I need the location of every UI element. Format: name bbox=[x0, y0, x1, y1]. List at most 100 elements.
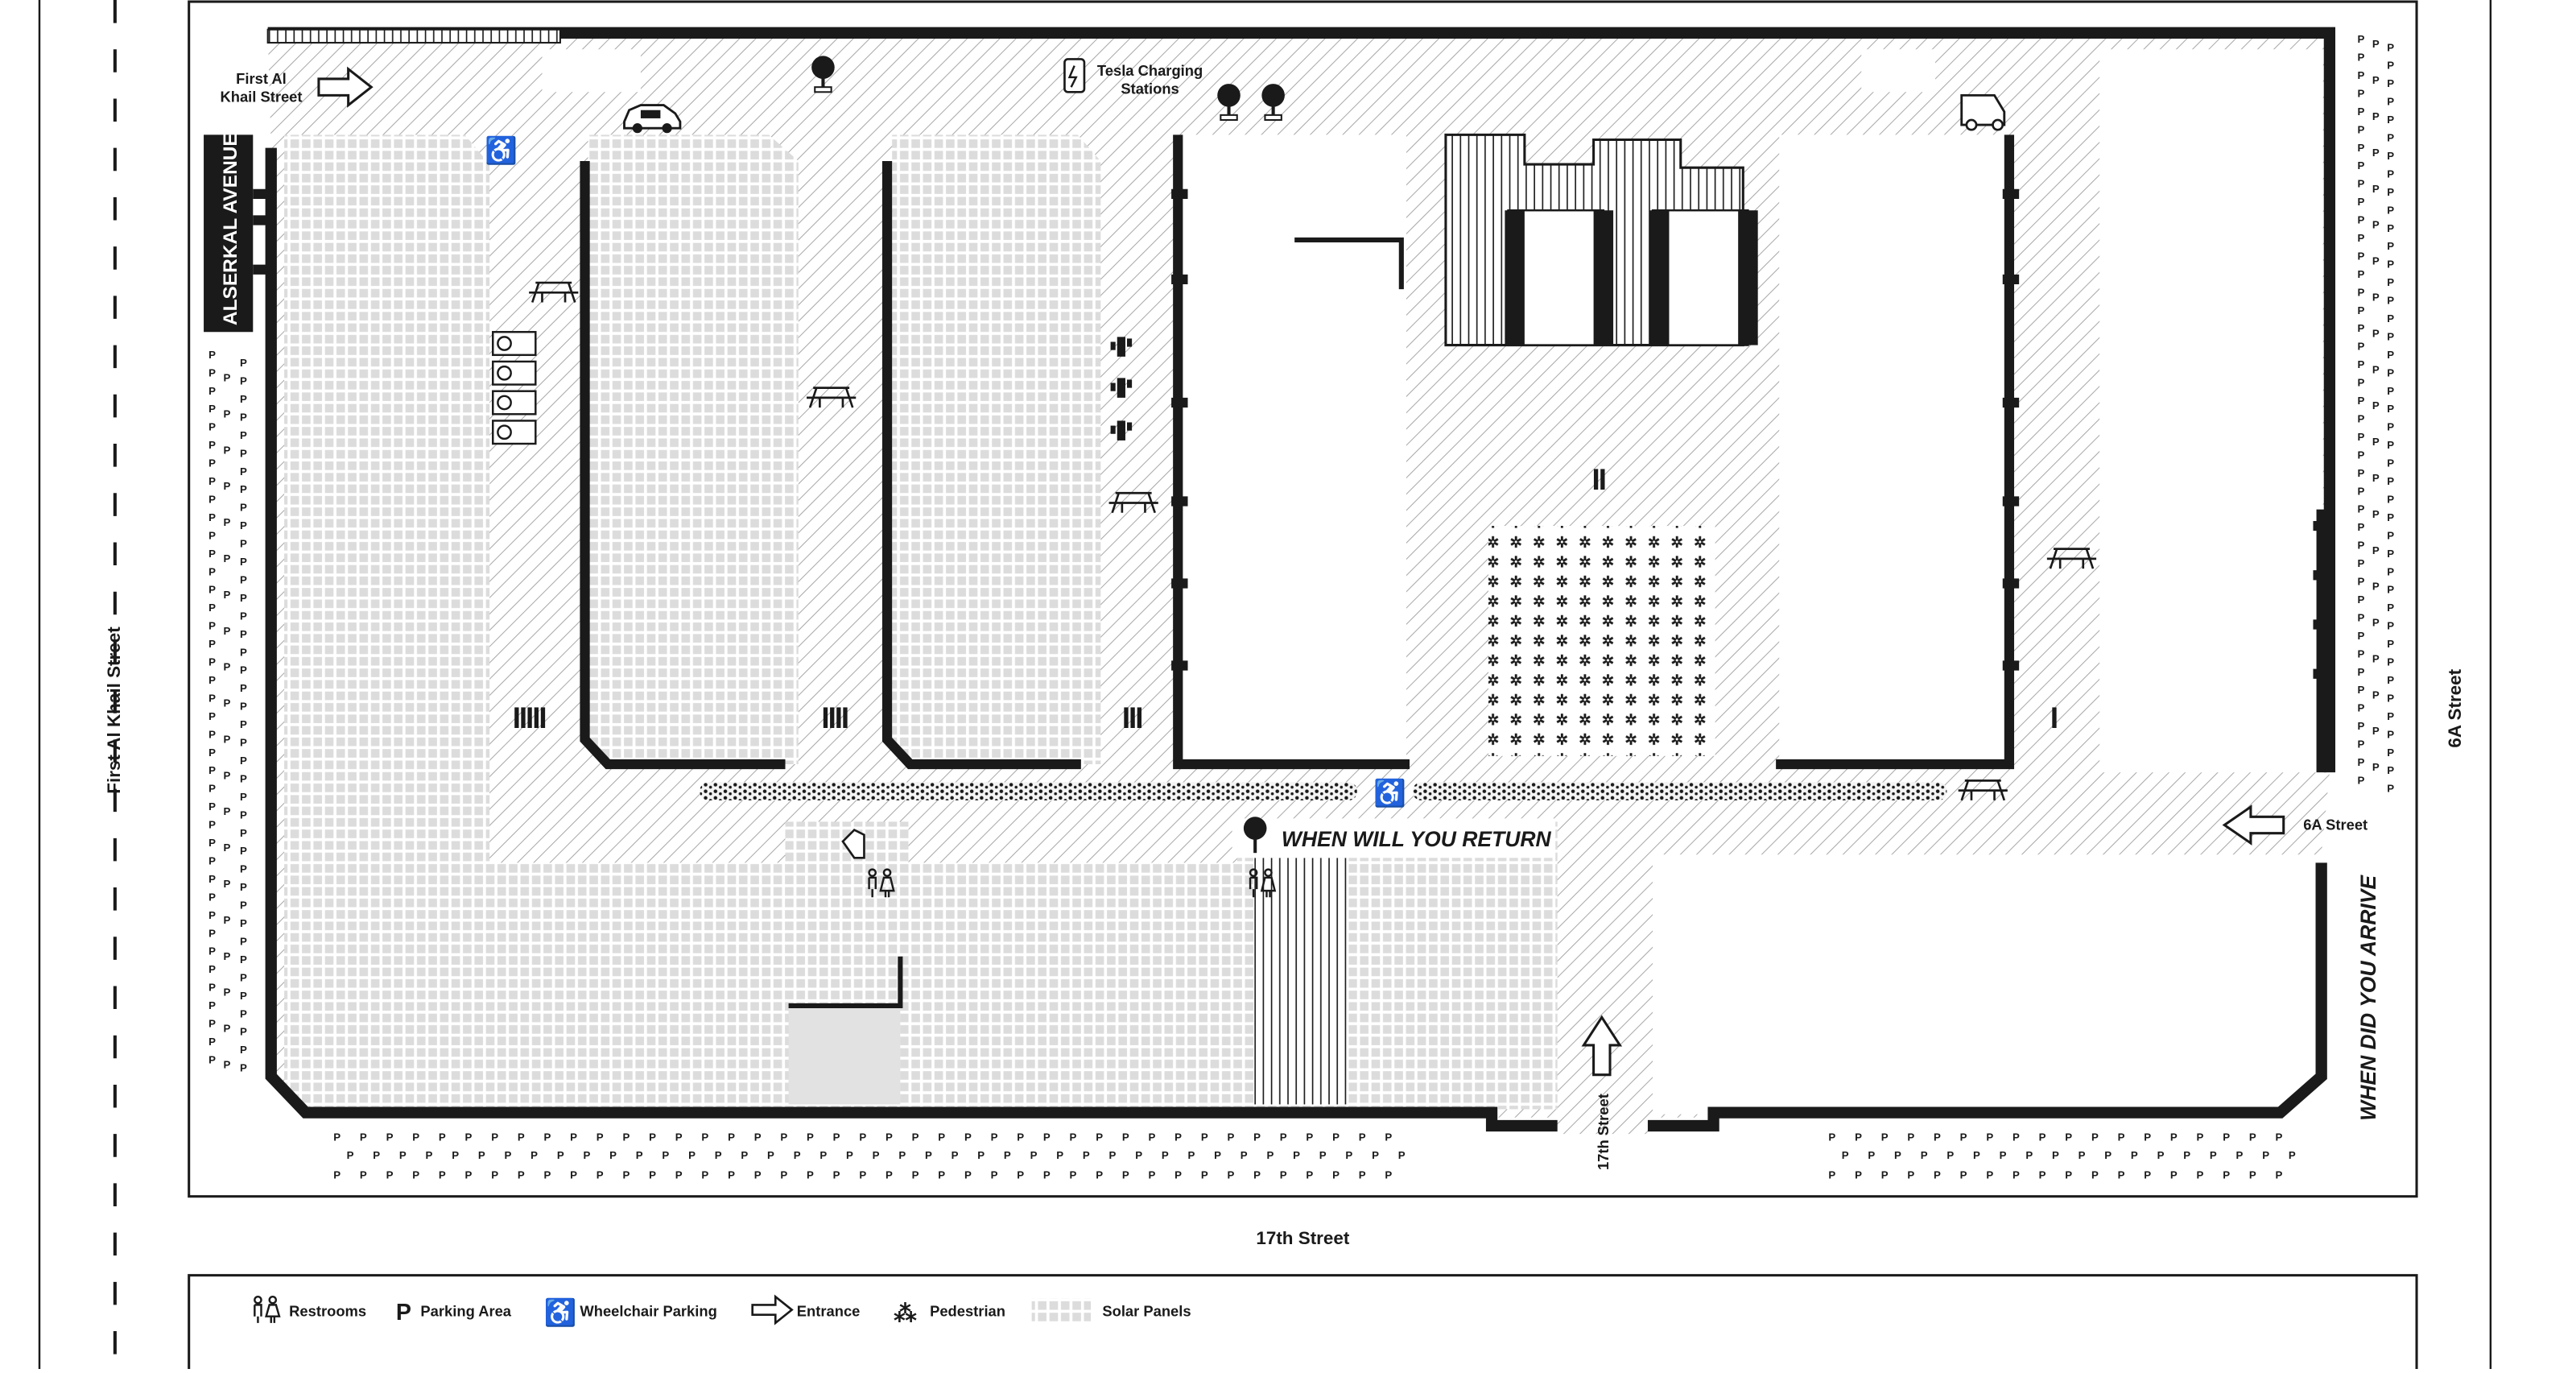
parking-marker: P bbox=[208, 1036, 216, 1048]
parking-marker: P bbox=[2372, 110, 2380, 122]
parking-marker: P bbox=[991, 1168, 998, 1181]
tree-icon bbox=[811, 56, 835, 93]
parking-marker: P bbox=[491, 1168, 498, 1181]
parking-marker: P bbox=[2372, 472, 2380, 484]
parking-marker: P bbox=[208, 963, 216, 975]
parking-marker: P bbox=[439, 1131, 446, 1143]
warehouse-block-f bbox=[1779, 134, 2009, 768]
parking-marker: P bbox=[412, 1131, 419, 1143]
parking-marker: P bbox=[1162, 1149, 1169, 1161]
parking-marker: P bbox=[2387, 276, 2394, 288]
parking-marker: P bbox=[2387, 150, 2394, 162]
parking-marker: P bbox=[240, 664, 247, 676]
entrance-17th-street[interactable]: 17th Street bbox=[1581, 1015, 1623, 1170]
parking-marker: P bbox=[240, 573, 247, 585]
parking-marker: P bbox=[208, 602, 216, 614]
parking-marker: P bbox=[622, 1131, 630, 1143]
parking-marker: P bbox=[2358, 214, 2365, 226]
parking-marker: P bbox=[570, 1131, 577, 1143]
parking-marker: P bbox=[2249, 1131, 2256, 1143]
parking-marker: P bbox=[2387, 638, 2394, 650]
parking-marker: P bbox=[240, 990, 247, 1002]
parking-marker: P bbox=[1122, 1168, 1129, 1181]
parking-marker: P bbox=[2091, 1168, 2099, 1181]
parking-marker: P bbox=[240, 646, 247, 658]
wall-warehouse-d bbox=[1173, 134, 1410, 770]
parking-marker: P bbox=[224, 697, 231, 709]
parking-marker: P bbox=[2358, 503, 2365, 515]
parking-marker: P bbox=[240, 682, 247, 694]
parking-marker: P bbox=[2358, 395, 2365, 407]
parking-marker: P bbox=[240, 393, 247, 405]
street-label-first-al-khail: First Al Khail Street bbox=[104, 627, 124, 794]
entrance-6a-street[interactable]: 6A Street bbox=[2222, 804, 2368, 846]
parking-marker: P bbox=[2358, 521, 2365, 533]
pavilion bbox=[788, 1005, 901, 1105]
parking-marker: P bbox=[386, 1131, 394, 1143]
parking-marker: P bbox=[333, 1131, 341, 1143]
parking-marker: P bbox=[208, 927, 216, 939]
parking-marker: P bbox=[2358, 774, 2365, 786]
parking-marker: P bbox=[2387, 457, 2394, 469]
parking-marker: P bbox=[1986, 1131, 1993, 1143]
parking-marker: P bbox=[2372, 761, 2380, 773]
parking-marker: P bbox=[2387, 511, 2394, 523]
parking-marker: P bbox=[240, 953, 247, 966]
restroom-icon bbox=[868, 868, 895, 898]
parking-marker: P bbox=[833, 1168, 840, 1181]
parking-marker: P bbox=[1934, 1131, 1941, 1143]
parking-marker: P bbox=[859, 1168, 866, 1181]
parking-marker: P bbox=[240, 519, 247, 531]
parking-marker: P bbox=[2387, 366, 2394, 378]
parking-marker: P bbox=[240, 610, 247, 622]
parking-marker: P bbox=[1332, 1131, 1340, 1143]
north-fence bbox=[266, 28, 561, 44]
parking-marker: P bbox=[1894, 1149, 1901, 1161]
parking-marker: P bbox=[2387, 602, 2394, 614]
parking-marker: P bbox=[544, 1131, 551, 1143]
parking-marker: P bbox=[2372, 291, 2380, 303]
car-icon bbox=[623, 104, 682, 134]
return-banner: WHEN WILL YOU RETURN bbox=[1282, 827, 1552, 851]
parking-marker: P bbox=[224, 407, 231, 420]
parking-marker: P bbox=[2387, 385, 2394, 397]
parking-marker: P bbox=[240, 1044, 247, 1056]
east-wall-notches bbox=[2313, 509, 2333, 773]
warehouse-number-4: IIII bbox=[821, 701, 848, 734]
legend-item-entrance: Entrance bbox=[751, 1294, 860, 1325]
parking-marker: P bbox=[1280, 1168, 1287, 1181]
parking-marker: P bbox=[2118, 1131, 2125, 1143]
warehouse-number-5: IIIII bbox=[513, 701, 546, 734]
parking-marker: P bbox=[412, 1168, 419, 1181]
parking-marker: P bbox=[780, 1131, 787, 1143]
parking-marker: P bbox=[2387, 167, 2394, 180]
parking-marker: P bbox=[2358, 87, 2365, 99]
parking-marker: P bbox=[240, 718, 247, 730]
parking-marker: P bbox=[208, 819, 216, 831]
wall-warehouse-3 bbox=[881, 161, 1081, 770]
parking-marker: P bbox=[2387, 584, 2394, 596]
parking-marker: P bbox=[2372, 255, 2380, 267]
parking-marker: P bbox=[240, 1062, 247, 1074]
parking-marker: P bbox=[373, 1149, 380, 1161]
parking-marker: P bbox=[1868, 1149, 1875, 1161]
parking-marker: P bbox=[530, 1149, 538, 1161]
parking-marker: P bbox=[208, 783, 216, 795]
parking-marker: P bbox=[240, 375, 247, 387]
parking-marker: P bbox=[224, 516, 231, 528]
parking-marker: P bbox=[649, 1131, 656, 1143]
parking-marker: P bbox=[741, 1149, 748, 1161]
parking-marker: P bbox=[208, 565, 216, 577]
parking-marker: P bbox=[240, 1007, 247, 1019]
parking-marker: P bbox=[1398, 1149, 1406, 1161]
parking-marker: P bbox=[1359, 1168, 1366, 1181]
parking-marker: P bbox=[2387, 710, 2394, 722]
parking-marker: P bbox=[622, 1168, 630, 1181]
roof-pillar-b bbox=[1593, 210, 1614, 345]
parking-marker: P bbox=[886, 1168, 893, 1181]
parking-marker: P bbox=[2387, 240, 2394, 252]
drinking-fountain-icon bbox=[841, 828, 865, 859]
parking-marker: P bbox=[1004, 1149, 1011, 1161]
